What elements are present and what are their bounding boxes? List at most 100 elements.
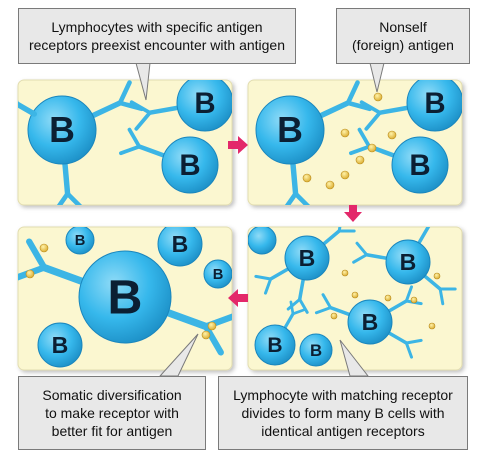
- antigen-particle: [433, 272, 441, 280]
- receptor-arm: [18, 101, 20, 109]
- b-cell: B: [254, 227, 356, 314]
- receptor-arm: [427, 227, 445, 228]
- b-cell: B: [255, 80, 373, 205]
- b-cell-body: [37, 322, 83, 368]
- antigen-particle: [39, 243, 49, 253]
- receptor-stem: [268, 266, 292, 281]
- antigen-particle: [302, 173, 312, 183]
- receptor-stem: [40, 263, 88, 286]
- b-cell-label: B: [108, 271, 143, 325]
- caption-top-left: Lymphocytes with specific antigen recepto…: [18, 8, 296, 64]
- b-cell-label: B: [299, 245, 316, 271]
- b-cell: B: [203, 259, 232, 289]
- b-cell: B: [27, 80, 145, 205]
- receptor-arm: [404, 285, 413, 303]
- receptor-stem: [290, 159, 299, 197]
- receptor-stem: [18, 101, 38, 117]
- b-cell: B: [314, 285, 423, 359]
- caption-line: Somatic diversification: [42, 387, 182, 403]
- receptor-arm: [289, 300, 295, 316]
- receptor-stem: [416, 227, 431, 247]
- caption-line: Lymphocytes with specific antigen: [51, 19, 263, 35]
- b-cell: B: [65, 227, 95, 255]
- receptor-arm: [134, 110, 152, 131]
- b-cell: B: [18, 238, 232, 356]
- antigen-particle: [341, 269, 349, 277]
- receptor-arm: [404, 341, 413, 359]
- receptor-stem: [137, 144, 168, 159]
- receptor-stem: [297, 275, 306, 302]
- b-cell-body: [157, 227, 203, 267]
- receptor-arm: [424, 227, 431, 228]
- caption-line: identical antigen receptors: [261, 423, 425, 439]
- receptor-stem: [364, 252, 391, 261]
- receptor-arm: [345, 80, 360, 106]
- receptor-arm: [65, 191, 86, 205]
- receptor-stem: [377, 105, 412, 115]
- b-cell-body: [176, 80, 232, 132]
- receptor-arm: [364, 110, 382, 131]
- receptor-arm: [298, 297, 309, 314]
- b-cell-label: B: [277, 110, 303, 150]
- receptor-arm: [127, 127, 142, 149]
- antigen-particle: [330, 312, 338, 320]
- caption-line: (foreign) antigen: [352, 37, 454, 53]
- antigen-particle: [25, 269, 35, 279]
- caption-top-right: Nonself (foreign) antigen: [336, 8, 470, 64]
- antigen-particle: [387, 130, 397, 140]
- antigen-particle: [340, 128, 350, 138]
- antigen-particle: [367, 143, 377, 153]
- antigen-particle: [340, 170, 350, 180]
- b-cell: B: [359, 80, 462, 132]
- receptor-stem: [88, 100, 123, 120]
- caption-line: Nonself: [379, 19, 427, 35]
- receptor-stem: [328, 305, 353, 317]
- b-cell-label: B: [179, 149, 200, 182]
- receptor-arm: [345, 100, 373, 112]
- antigen-particle: [410, 296, 418, 304]
- antigen-particle: [207, 321, 217, 331]
- receptor-arm: [129, 100, 152, 115]
- arrow-right-icon: [228, 136, 248, 154]
- b-cell: B: [37, 322, 83, 368]
- receptor-stem: [147, 105, 182, 115]
- b-cell-label: B: [267, 334, 282, 357]
- b-cell: B: [129, 80, 232, 132]
- b-cell-label: B: [49, 110, 75, 150]
- arrow-down-icon: [344, 205, 362, 222]
- b-cell: B: [157, 227, 203, 267]
- b-cell: B: [349, 127, 449, 194]
- receptor-arm: [314, 306, 333, 315]
- receptor-arm: [293, 191, 314, 205]
- b-cell: B: [352, 227, 457, 306]
- caption-line: better fit for antigen: [51, 423, 173, 439]
- caption-line: receptors preexist encounter with antige…: [28, 37, 286, 53]
- callout-pointers: [135, 62, 385, 377]
- b-cell-label: B: [362, 309, 379, 335]
- antigen-particle: [325, 180, 335, 190]
- b-cell-body: [248, 227, 277, 255]
- receptor-arm: [355, 241, 369, 257]
- receptor-arm: [321, 293, 333, 310]
- caption-line: Lymphocyte with matching receptor: [233, 387, 453, 403]
- receptor-stem: [316, 100, 351, 120]
- receptor-arm: [286, 297, 302, 311]
- antigen-particle: [384, 294, 392, 302]
- b-cell-body: [203, 259, 232, 289]
- receptor-arm: [438, 287, 445, 306]
- panel-top-left-content: BBB: [18, 80, 232, 205]
- panel-top-right-content: BBB: [255, 80, 462, 205]
- antigen-particle: [373, 92, 383, 102]
- b-cell: B: [254, 300, 306, 366]
- b-cell-body: [161, 136, 219, 194]
- b-cell: B: [299, 333, 333, 367]
- arrow-left-icon: [228, 289, 248, 307]
- receptor-arm: [52, 191, 70, 205]
- b-cell-label: B: [172, 231, 189, 257]
- receptor-arm: [357, 127, 372, 149]
- caption-line: divides to form many B cells with: [241, 405, 445, 421]
- b-cell-label: B: [310, 341, 322, 360]
- antigen-particle: [201, 330, 211, 340]
